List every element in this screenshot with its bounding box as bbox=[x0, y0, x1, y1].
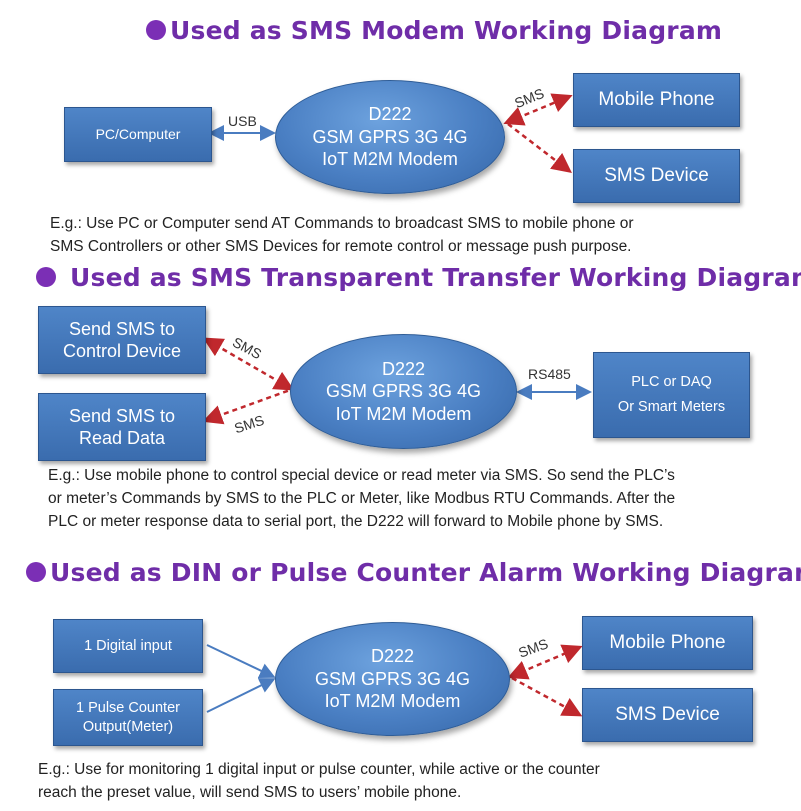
section-3-title: Used as DIN or Pulse Counter Alarm Worki… bbox=[26, 558, 801, 587]
modem-ellipse-3: D222 GSM GPRS 3G 4G IoT M2M Modem bbox=[275, 622, 510, 736]
section-1-title: Used as SMS Modem Working Diagram bbox=[146, 16, 722, 45]
usb-label: USB bbox=[228, 113, 257, 129]
bullet-icon bbox=[36, 267, 56, 287]
sms-device-box-1: SMS Device bbox=[573, 149, 740, 203]
sms-link-control bbox=[202, 337, 295, 391]
plc-daq-box: PLC or DAQ Or Smart Meters bbox=[593, 352, 750, 438]
send-sms-control-box: Send SMS to Control Device bbox=[38, 306, 206, 374]
pc-computer-box: PC/Computer bbox=[64, 107, 212, 162]
sms-link-read bbox=[202, 388, 291, 425]
sms-link-mobile bbox=[503, 93, 573, 126]
sms-link-mobile-3 bbox=[507, 644, 583, 680]
section-1-description: E.g.: Use PC or Computer send AT Command… bbox=[50, 215, 634, 255]
pulse-counter-box: 1 Pulse Counter Output(Meter) bbox=[53, 689, 203, 746]
mobile-phone-box-3: Mobile Phone bbox=[582, 616, 753, 670]
modem-ellipse-2: D222 GSM GPRS 3G 4G IoT M2M Modem bbox=[290, 334, 517, 449]
bullet-icon bbox=[146, 20, 166, 40]
mobile-phone-box-1: Mobile Phone bbox=[573, 73, 740, 127]
section-2-title: Used as SMS Transparent Transfer Working… bbox=[36, 263, 801, 292]
din-link bbox=[206, 644, 276, 679]
section-2-description: E.g.: Use mobile phone to control specia… bbox=[48, 467, 676, 530]
sms-device-box-3: SMS Device bbox=[582, 688, 753, 742]
send-sms-read-box: Send SMS to Read Data bbox=[38, 393, 206, 461]
bullet-icon bbox=[26, 562, 46, 582]
section-3-description: E.g.: Use for monitoring 1 digital input… bbox=[38, 761, 600, 801]
sms-link-device bbox=[507, 123, 572, 174]
sms-link-device-3 bbox=[511, 676, 583, 717]
pulse-link bbox=[206, 678, 276, 713]
modem-ellipse-1: D222 GSM GPRS 3G 4G IoT M2M Modem bbox=[275, 80, 505, 194]
digital-input-box: 1 Digital input bbox=[53, 619, 203, 673]
rs485-label: RS485 bbox=[528, 366, 571, 382]
